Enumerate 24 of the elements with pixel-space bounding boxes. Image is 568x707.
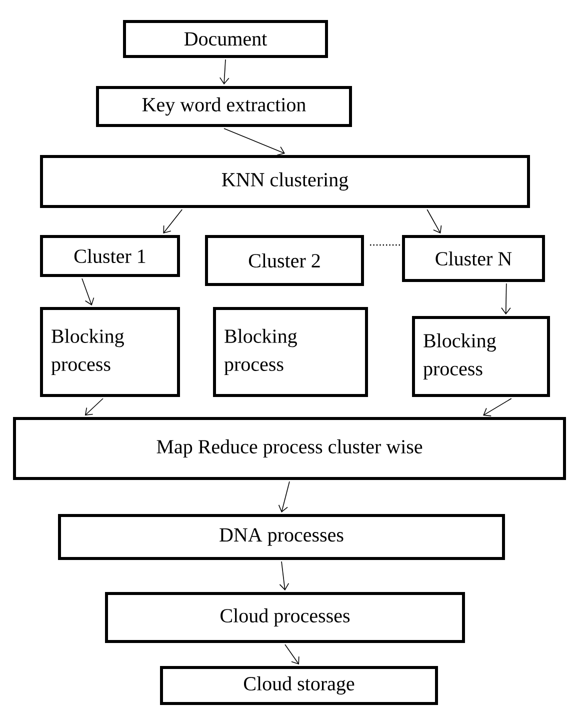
process-box: Map Reduce process cluster wise (13, 417, 566, 480)
arrow (284, 644, 300, 664)
arrow (278, 481, 290, 512)
arrow (84, 398, 104, 416)
process-box: KNN clustering (40, 155, 530, 208)
arrow (279, 561, 290, 590)
process-box: Cluster 1 (40, 235, 180, 277)
arrow (82, 278, 94, 306)
process-box: Blocking process (213, 307, 368, 397)
process-box: Cloud processes (105, 592, 465, 643)
arrow (483, 398, 512, 416)
process-box: Cluster N (402, 235, 545, 282)
process-box: Key word extraction (96, 86, 352, 127)
process-box: Document (123, 20, 328, 58)
arrow (426, 209, 442, 234)
arrow (224, 128, 285, 156)
process-box: Cluster 2 (205, 235, 364, 286)
arrow (220, 59, 230, 84)
arrow (501, 283, 511, 314)
process-box: Blocking process (40, 307, 180, 397)
arrow (163, 209, 182, 234)
process-box: Cloud storage (160, 666, 438, 705)
process-box: DNA processes (58, 514, 505, 560)
process-box: Blocking process (412, 316, 550, 397)
